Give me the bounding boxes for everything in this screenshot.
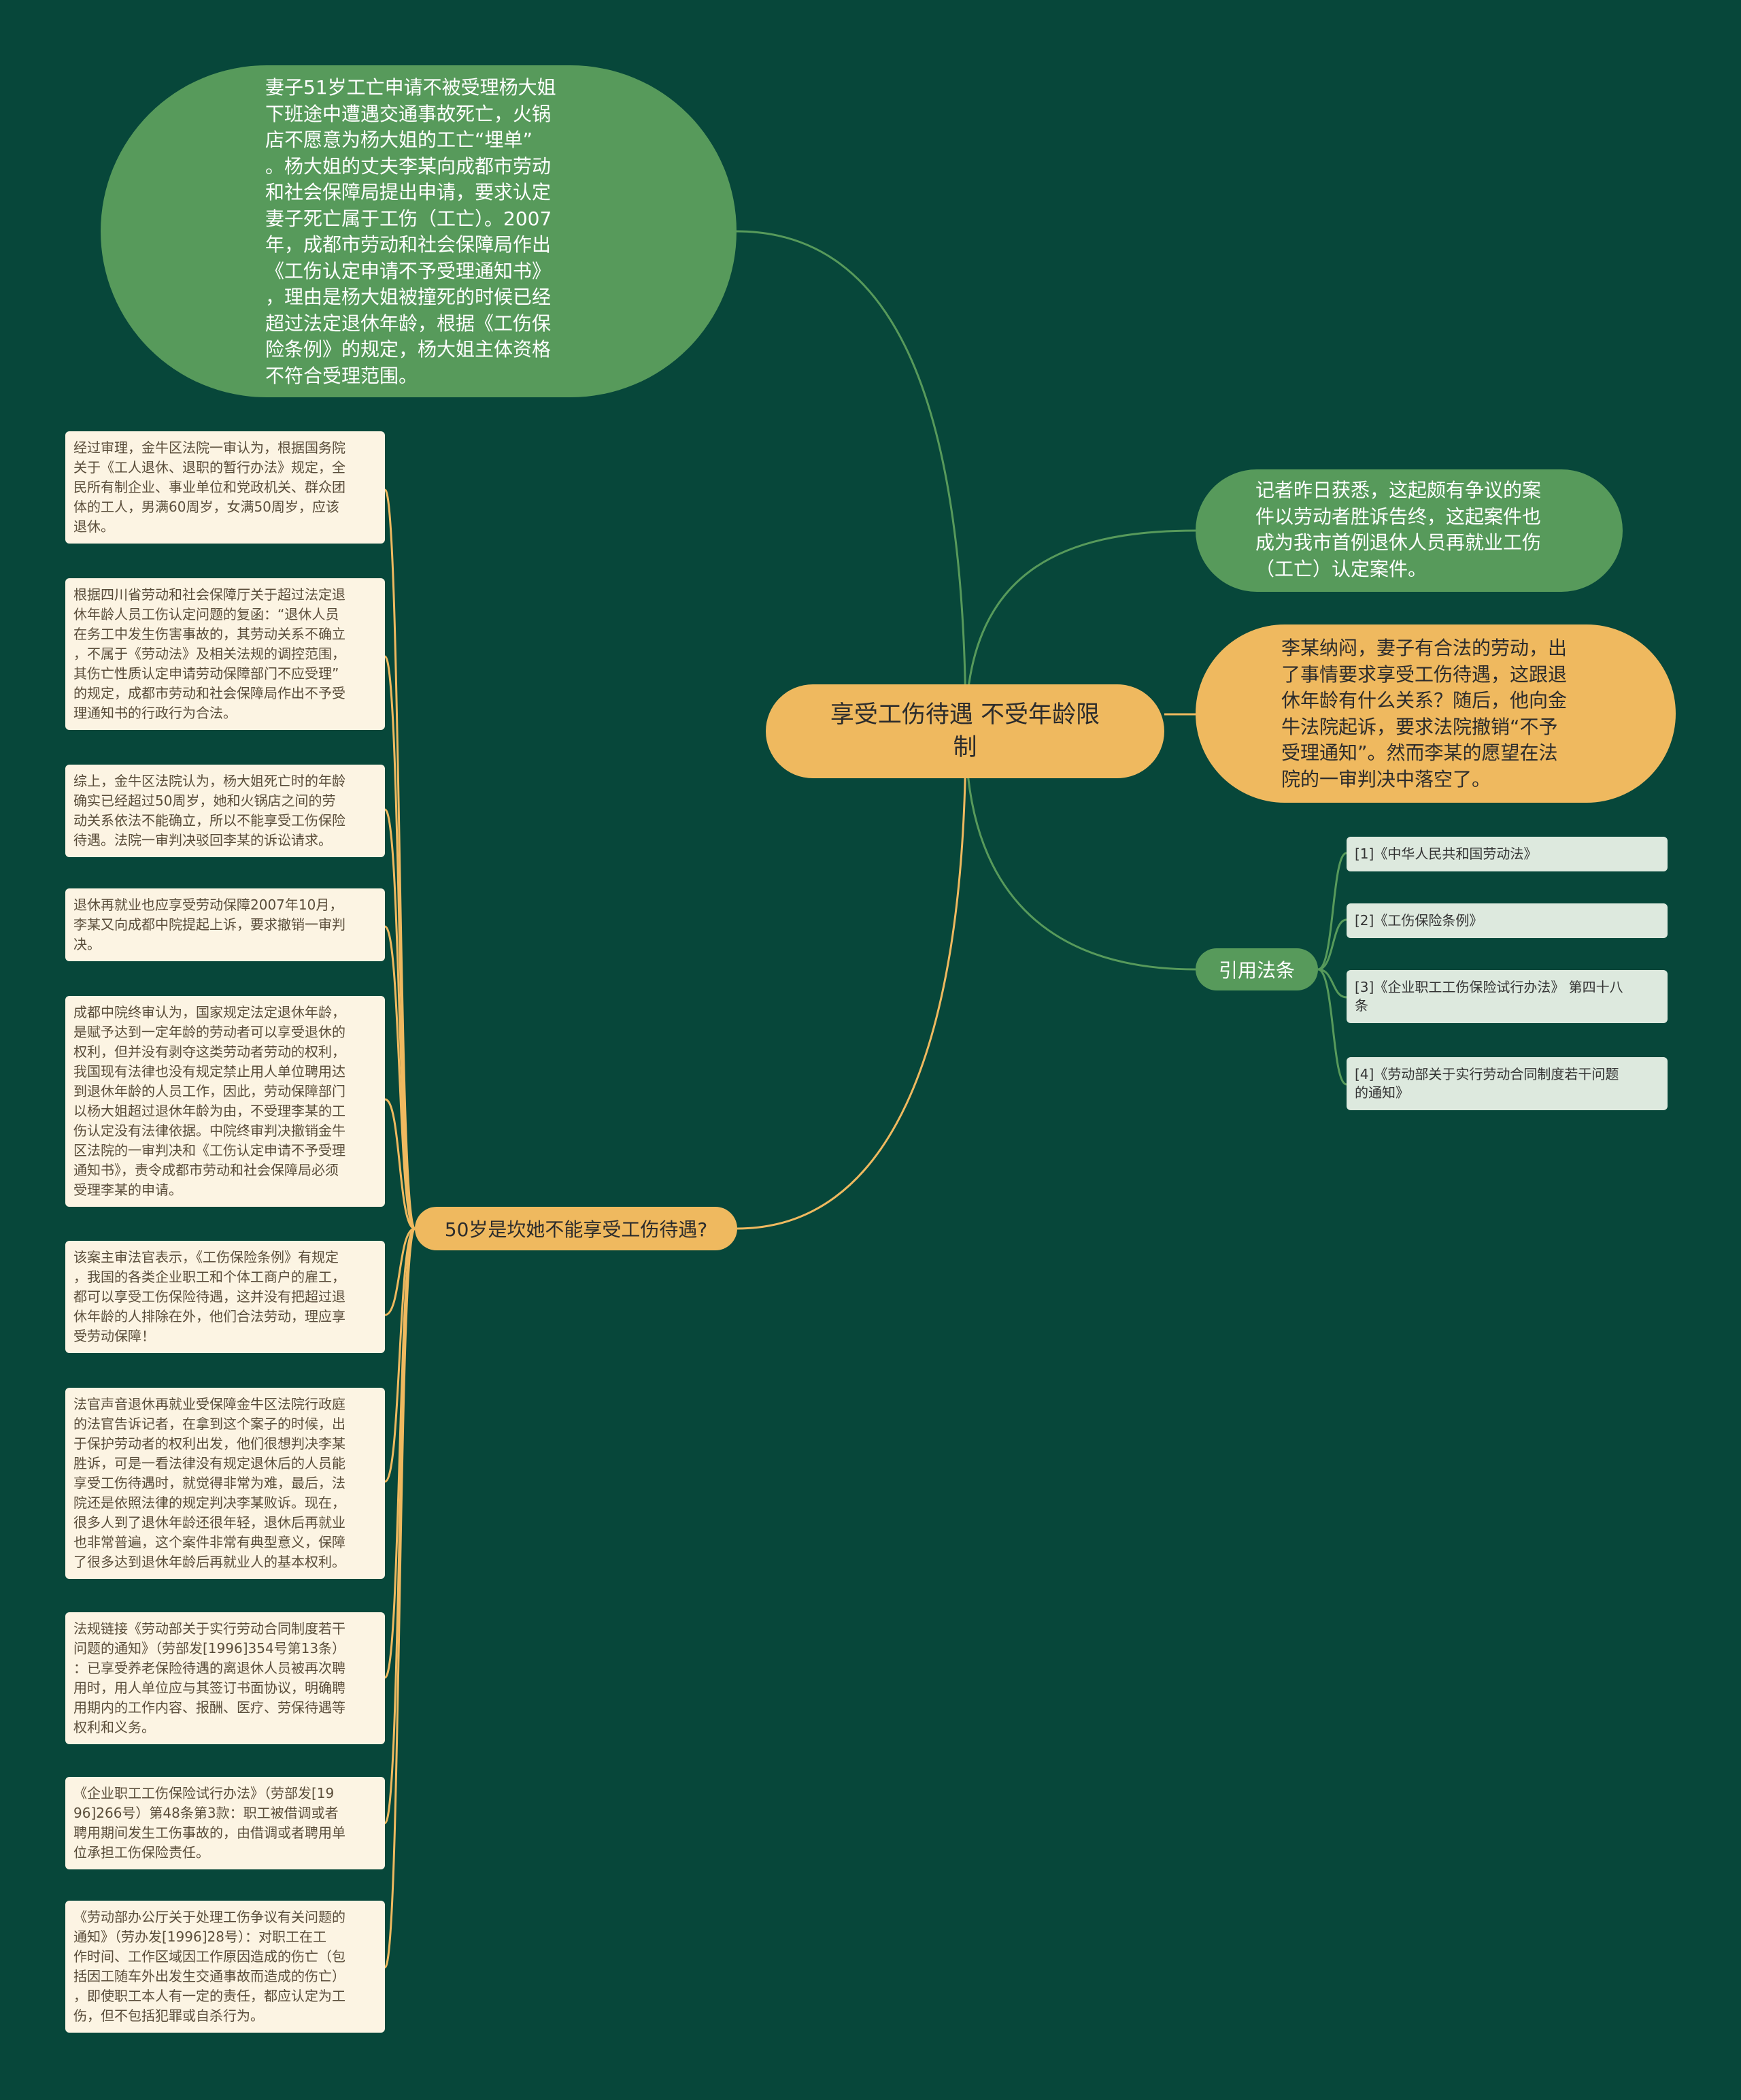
link-card-4 (384, 925, 416, 1230)
case-card-9[interactable]: 《企业职工工伤保险试行办法》（劳部发[19 96]266号）第48条第3款：职工… (65, 1777, 385, 1869)
link-top-node (736, 230, 967, 732)
link-card-6 (384, 1227, 416, 1316)
case-card-text: 退休再就业也应享受劳动保障2007年10月， 李某又向成都中院提起上诉，要求撤销… (73, 897, 345, 952)
case-card-10[interactable]: 《劳动部办公厅关于处理工伤争议有关问题的 通知》（劳办发[1996]28号）：对… (65, 1901, 385, 2033)
case-card-text: 综上，金牛区法院认为，杨大姐死亡时的年龄 确实已经超过50周岁，她和火锅店之间的… (73, 773, 345, 848)
law-item-1[interactable]: [1]《中华人民共和国劳动法》 (1347, 837, 1668, 871)
law-item-4[interactable]: [4]《劳动部关于实行劳动合同制度若干问题 的通知》 (1347, 1057, 1668, 1110)
plaintiff-node[interactable]: 李某纳闷，妻子有合法的劳动，出 了事情要求享受工伤待遇，这跟退 休年龄有什么关系… (1196, 624, 1676, 803)
link-card-2 (384, 655, 416, 1230)
intro-node[interactable]: 妻子51岁工亡申请不被受理杨大姐 下班途中遭遇交通事故死亡，火锅 店不愿意为杨大… (101, 65, 737, 397)
case-card-5[interactable]: 成都中院终审认为，国家规定法定退休年龄， 是赋予达到一定年龄的劳动者可以享受退休… (65, 996, 385, 1207)
law-item-text: [2]《工伤保险条例》 (1355, 912, 1483, 929)
link-law-1 (1317, 852, 1347, 971)
case-card-text: 经过审理，金牛区法院一审认为，根据国务院 关于《工人退休、退职的暂行办法》规定，… (73, 439, 345, 535)
case-card-4[interactable]: 退休再就业也应享受劳动保障2007年10月， 李某又向成都中院提起上诉，要求撤销… (65, 888, 385, 961)
case-card-text: 《劳动部办公厅关于处理工伤争议有关问题的 通知》（劳办发[1996]28号）：对… (73, 1909, 345, 2024)
case-card-6[interactable]: 该案主审法官表示，《工伤保险条例》有规定 ，我国的各类企业职工和个体工商户的雇工… (65, 1241, 385, 1353)
link-right-green (964, 529, 1196, 732)
case-card-text: 《企业职工工伤保险试行办法》（劳部发[19 96]266号）第48条第3款：职工… (73, 1785, 345, 1861)
intro-node-text: 妻子51岁工亡申请不被受理杨大姐 下班途中遭遇交通事故死亡，火锅 店不愿意为杨大… (265, 76, 556, 387)
law-item-2[interactable]: [2]《工伤保险条例》 (1347, 903, 1668, 938)
law-item-text: [1]《中华人民共和国劳动法》 (1355, 846, 1538, 862)
link-law-4 (1317, 968, 1347, 1086)
age-branch-node[interactable]: 50岁是坎她不能享受工伤待遇? (415, 1207, 737, 1250)
link-card-5 (384, 1098, 416, 1230)
case-card-7[interactable]: 法官声音退休再就业受保障金牛区法院行政庭 的法官告诉记者，在拿到这个案子的时候，… (65, 1388, 385, 1579)
case-card-text: 法官声音退休再就业受保障金牛区法院行政庭 的法官告诉记者，在拿到这个案子的时候，… (73, 1396, 345, 1570)
age-branch-label: 50岁是坎她不能享受工伤待遇? (444, 1218, 708, 1241)
case-card-1[interactable]: 经过审理，金牛区法院一审认为，根据国务院 关于《工人退休、退职的暂行办法》规定，… (65, 431, 385, 544)
link-card-9 (384, 1227, 416, 1824)
link-age-branch (737, 731, 967, 1230)
link-card-7 (384, 1227, 416, 1483)
link-card-1 (384, 488, 416, 1230)
law-item-3[interactable]: [3]《企业职工工伤保险试行办法》 第四十八 条 (1347, 970, 1668, 1023)
outcome-node-text: 记者昨日获悉，这起颇有争议的案 件以劳动者胜诉告终，这起案件也 成为我市首例退休… (1255, 479, 1542, 580)
case-card-text: 该案主审法官表示，《工伤保险条例》有规定 ，我国的各类企业职工和个体工商户的雇工… (73, 1249, 345, 1344)
law-item-text: [3]《企业职工工伤保险试行办法》 第四十八 条 (1355, 979, 1623, 1014)
link-card-10 (384, 1227, 416, 1969)
link-card-3 (384, 808, 416, 1230)
law-item-text: [4]《劳动部关于实行劳动合同制度若干问题 的通知》 (1355, 1066, 1619, 1101)
central-topic-label: 享受工伤待遇 不受年龄限 制 (830, 701, 1100, 761)
law-branch-node[interactable]: 引用法条 (1196, 948, 1318, 990)
case-card-3[interactable]: 综上，金牛区法院认为，杨大姐死亡时的年龄 确实已经超过50周岁，她和火锅店之间的… (65, 765, 385, 857)
outcome-node[interactable]: 记者昨日获悉，这起颇有争议的案 件以劳动者胜诉告终，这起案件也 成为我市首例退休… (1196, 469, 1623, 592)
link-law-branch (964, 731, 1196, 971)
link-law-2 (1317, 918, 1347, 971)
case-card-text: 根据四川省劳动和社会保障厅关于超过法定退 休年龄人员工伤认定问题的复函：“退休人… (73, 586, 345, 721)
central-topic[interactable]: 享受工伤待遇 不受年龄限 制 (766, 684, 1164, 778)
case-card-text: 法规链接《劳动部关于实行劳动合同制度若干 问题的通知》（劳部发[1996]354… (73, 1620, 346, 1735)
plaintiff-node-text: 李某纳闷，妻子有合法的劳动，出 了事情要求享受工伤待遇，这跟退 休年龄有什么关系… (1281, 637, 1568, 790)
case-card-2[interactable]: 根据四川省劳动和社会保障厅关于超过法定退 休年龄人员工伤认定问题的复函：“退休人… (65, 578, 385, 730)
case-card-8[interactable]: 法规链接《劳动部关于实行劳动合同制度若干 问题的通知》（劳部发[1996]354… (65, 1612, 385, 1744)
law-branch-label: 引用法条 (1218, 959, 1295, 982)
case-card-text: 成都中院终审认为，国家规定法定退休年龄， 是赋予达到一定年龄的劳动者可以享受退休… (73, 1004, 345, 1198)
link-law-3 (1317, 968, 1347, 999)
